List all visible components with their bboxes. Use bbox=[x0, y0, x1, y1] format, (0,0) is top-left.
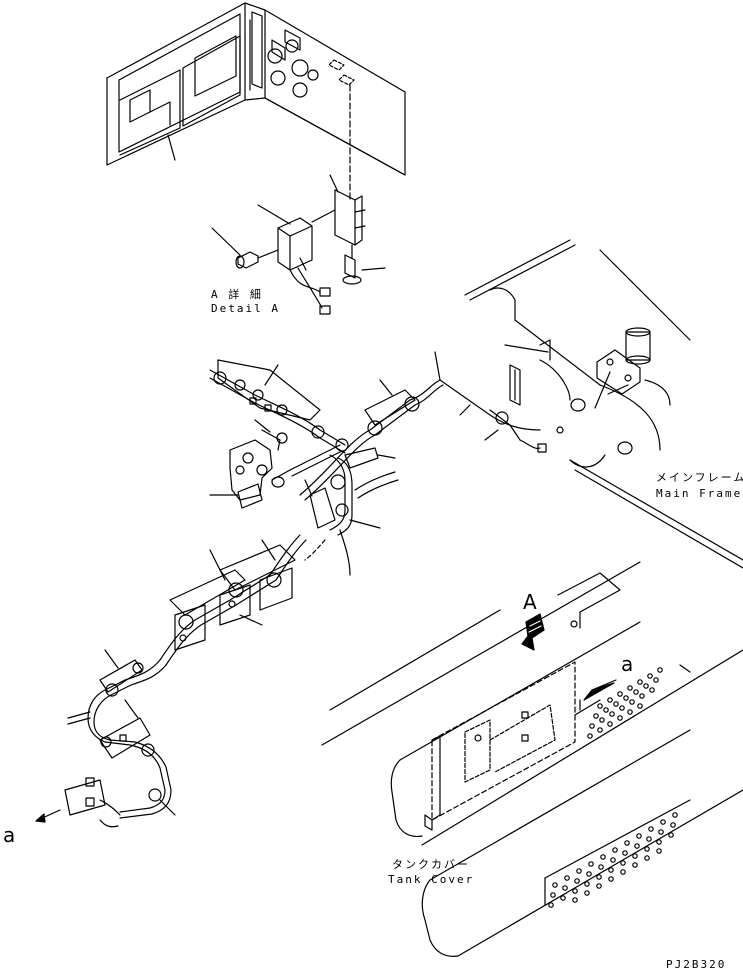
leader-lines bbox=[608, 385, 628, 394]
main-frame-en-label: Main Frame bbox=[656, 487, 743, 500]
drawing-code-label: PJ2B320 bbox=[666, 958, 727, 971]
detail-a-en-label: Detail A bbox=[211, 302, 280, 315]
connector-a-right-label: a bbox=[621, 652, 634, 676]
perforated-grille-lower bbox=[549, 813, 677, 907]
main-frame bbox=[460, 240, 743, 568]
tank-cover-jp-label: タンクカバー bbox=[392, 858, 470, 871]
connector-a-left-label: a bbox=[3, 823, 16, 847]
perforated-grille-upper bbox=[588, 668, 662, 738]
view-arrow-a-label: A bbox=[523, 590, 537, 614]
main-frame-jp-label: メインフレーム bbox=[656, 471, 743, 484]
detail-a-jp-label: A 詳 細 bbox=[211, 288, 263, 301]
control-panel bbox=[107, 3, 405, 175]
tank-cover-en-label: Tank Cover bbox=[388, 873, 475, 886]
tank-cover bbox=[322, 562, 743, 956]
wiring-harness bbox=[36, 352, 563, 827]
detail-a-parts bbox=[212, 60, 385, 314]
